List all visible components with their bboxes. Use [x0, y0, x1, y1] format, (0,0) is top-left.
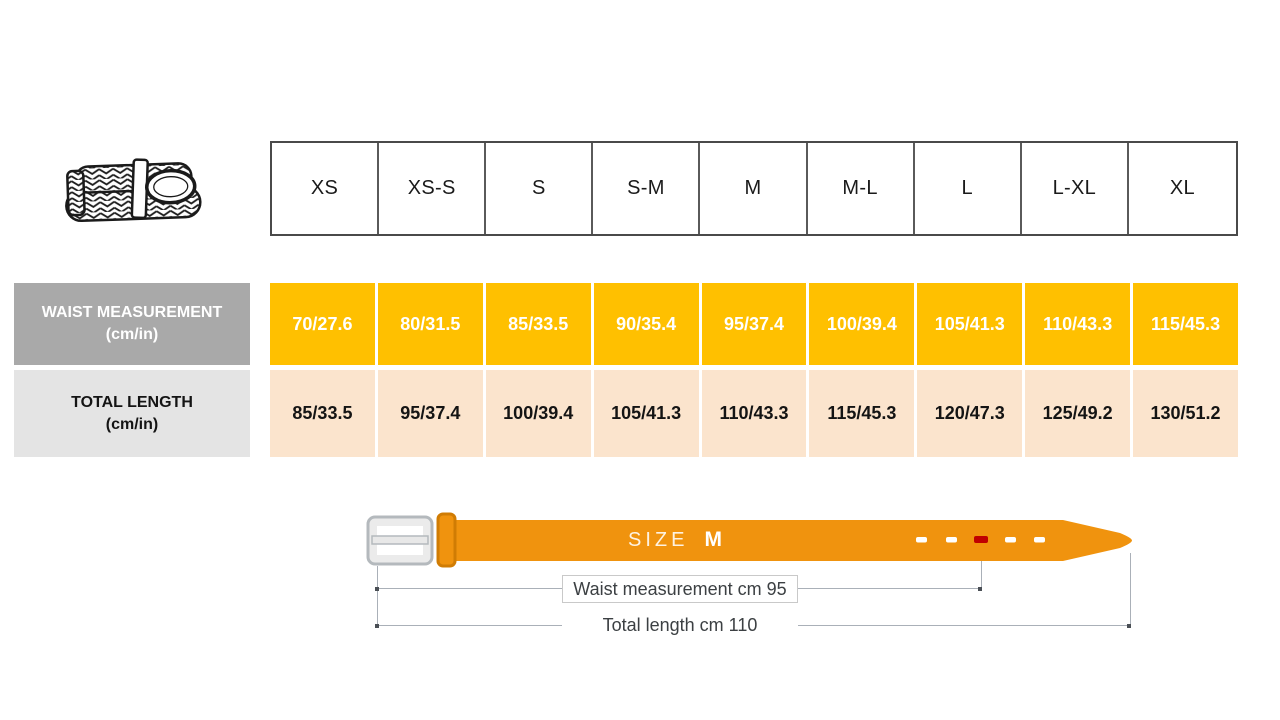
- total-value-cell: 85/33.5: [270, 370, 375, 457]
- tip-guide-line: [1130, 553, 1131, 626]
- total-value-cell: 115/45.3: [809, 370, 915, 457]
- size-word: SIZE: [628, 529, 689, 551]
- waist-measurement-callout: Waist measurement cm 95: [562, 575, 798, 603]
- waist-value-cell: 90/35.4: [593, 283, 699, 365]
- belt-hole: [1034, 537, 1045, 543]
- measure-endpoint-dot: [978, 587, 982, 591]
- measure-endpoint-dot: [375, 624, 379, 628]
- waist-value-cell: 80/31.5: [377, 283, 483, 365]
- waist-value-cell: 70/27.6: [270, 283, 375, 365]
- buckle-prong: [371, 535, 429, 545]
- waist-value-cell: 115/45.3: [1133, 283, 1238, 365]
- belt-hole: [916, 537, 927, 543]
- buckle-guide-line: [377, 566, 378, 626]
- total-value-cell: 105/41.3: [593, 370, 699, 457]
- measure-endpoint-dot: [1127, 624, 1131, 628]
- belt-strap: [452, 520, 1132, 561]
- total-value-cell: 130/51.2: [1133, 370, 1238, 457]
- belt-hole-highlighted: [974, 536, 988, 543]
- total-label-line2: (cm/in): [105, 415, 159, 433]
- total-length-callout: Total length cm 110: [562, 611, 798, 639]
- size-header-cell: S: [486, 143, 594, 234]
- hole-guide-line: [981, 547, 982, 589]
- total-value-cell: 110/43.3: [701, 370, 807, 457]
- size-header-row: XS XS-S S S-M M M-L L L-XL XL: [270, 141, 1238, 236]
- braided-belt-icon: [65, 158, 202, 223]
- measure-endpoint-dot: [375, 587, 379, 591]
- total-value-cell: 95/37.4: [377, 370, 483, 457]
- waist-label-line1: WAIST MEASUREMENT: [41, 304, 223, 322]
- waist-measurement-row-label: WAIST MEASUREMENT (cm/in): [14, 283, 250, 365]
- total-value-cell: 125/49.2: [1025, 370, 1131, 457]
- size-header-cell: S-M: [593, 143, 701, 234]
- waist-value-cell: 100/39.4: [809, 283, 915, 365]
- waist-value-cell: 95/37.4: [701, 283, 807, 365]
- total-length-row-label: TOTAL LENGTH (cm/in): [14, 370, 250, 457]
- size-header-cell: L-XL: [1022, 143, 1129, 234]
- size-header-cell: XS-S: [379, 143, 487, 234]
- size-header-cell: XS: [272, 143, 380, 234]
- total-label-line1: TOTAL LENGTH: [71, 393, 193, 411]
- total-length-row: 85/33.5 95/37.4 100/39.4 105/41.3 110/43…: [270, 370, 1238, 457]
- belt-hole: [1005, 537, 1016, 543]
- belt-illustration: [366, 512, 1132, 568]
- total-value-cell: 100/39.4: [485, 370, 591, 457]
- size-header-cell: XL: [1169, 177, 1195, 199]
- waist-value-cell: 105/41.3: [917, 283, 1023, 365]
- size-header-cell: L: [915, 143, 1022, 234]
- waist-measurement-row: 70/27.6 80/31.5 85/33.5 90/35.4 95/37.4 …: [270, 283, 1238, 365]
- size-header-cell: M-L: [808, 143, 915, 234]
- total-value-cell: 120/47.3: [917, 370, 1023, 457]
- waist-value-cell: 110/43.3: [1025, 283, 1131, 365]
- belt-keeper: [436, 512, 457, 568]
- waist-label-line2: (cm/in): [105, 326, 159, 343]
- belt-hole: [946, 537, 957, 543]
- size-header-cell: M: [700, 143, 808, 234]
- belt-size-text: SIZE M: [628, 528, 722, 552]
- waist-value-cell: 85/33.5: [485, 283, 591, 365]
- size-value: M: [704, 528, 722, 551]
